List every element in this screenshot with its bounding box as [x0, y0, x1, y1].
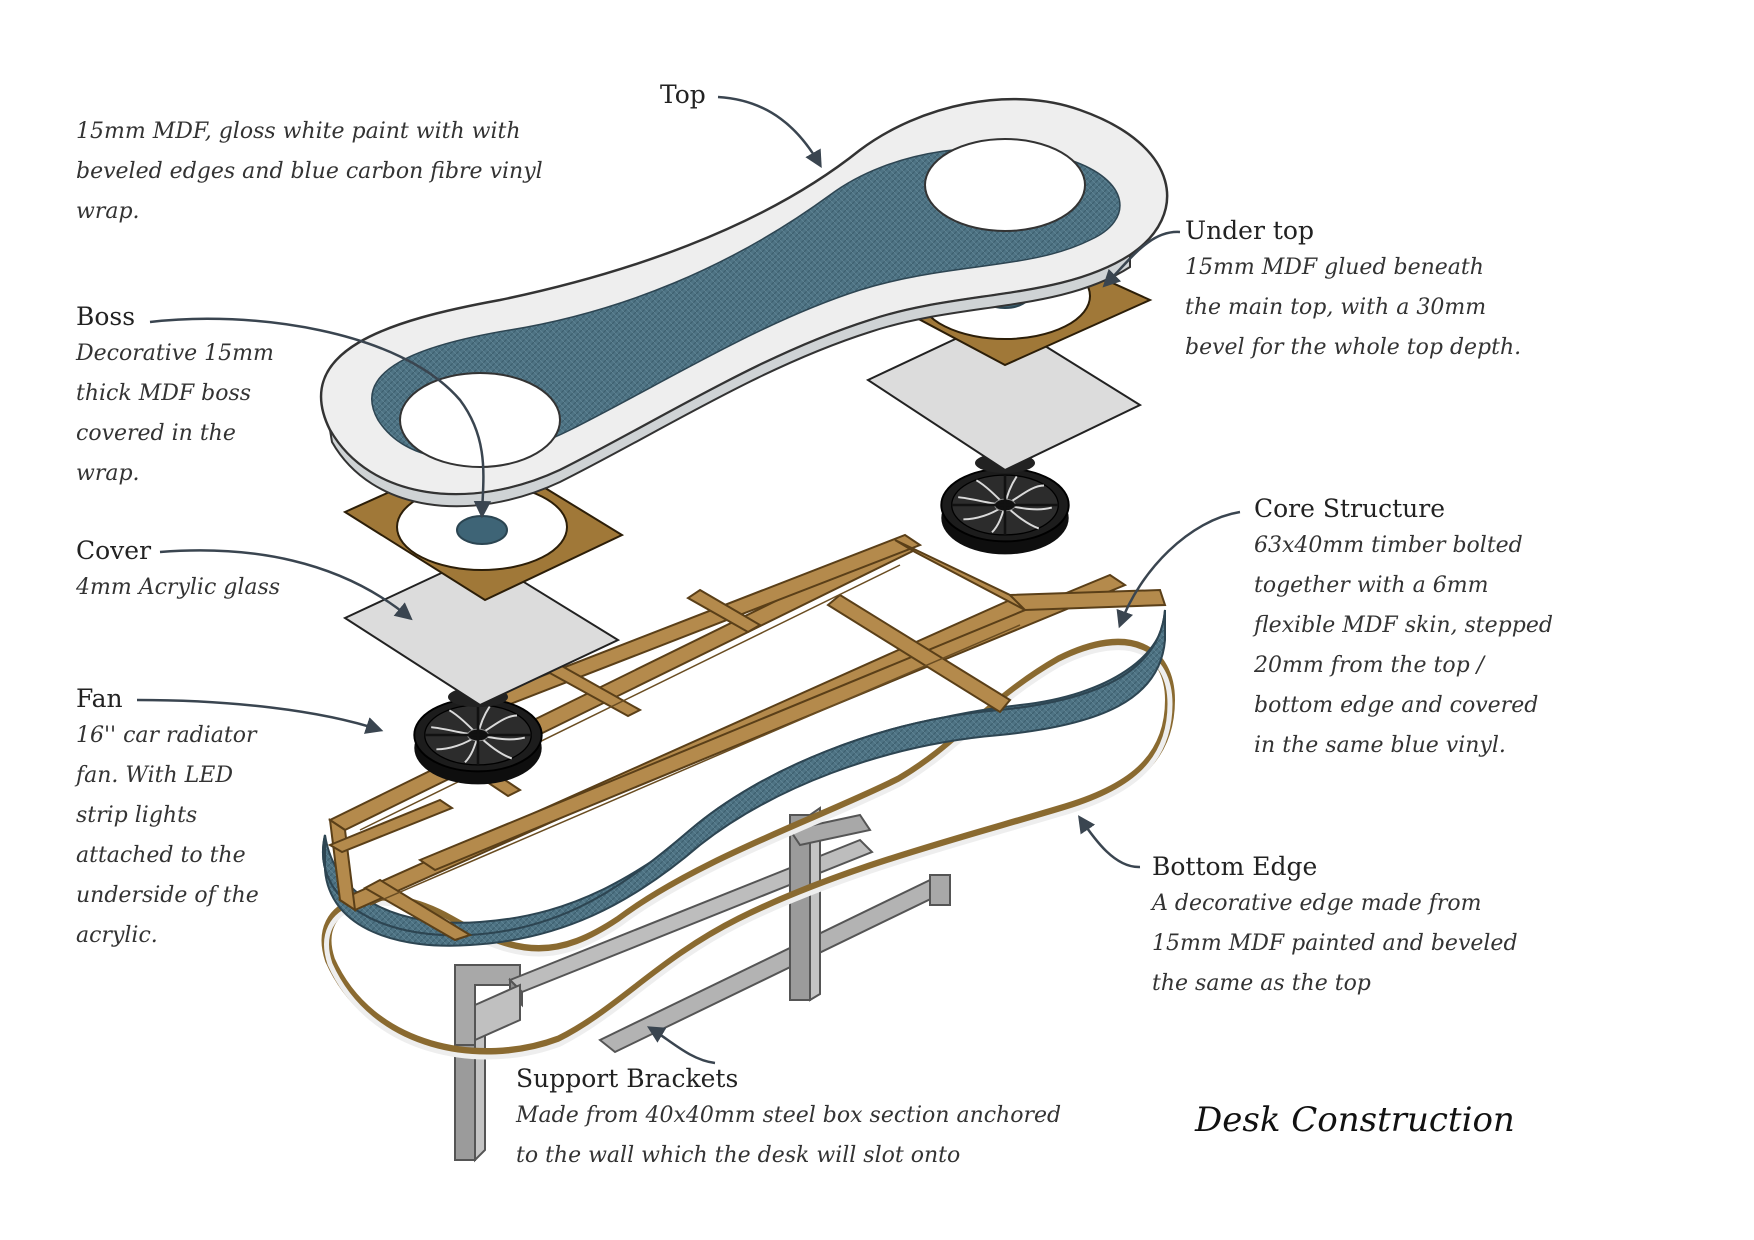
arrow-core-structure: [1116, 510, 1241, 629]
label-boss: Boss: [76, 302, 136, 331]
arrow-cover: [159, 549, 413, 621]
desc-bottom-edge: A decorative edge made from 15mm MDF pai…: [1152, 891, 1518, 996]
label-bottom-edge: Bottom Edge: [1152, 852, 1318, 881]
leader-lines: [136, 95, 1241, 1065]
label-support-brackets: Support Brackets: [516, 1064, 739, 1093]
label-core-structure: Core Structure: [1254, 494, 1445, 523]
arrow-fan: [136, 698, 384, 734]
desk-top: [319, 97, 1169, 508]
desc-top: 15mm MDF, gloss white paint with with be…: [76, 119, 543, 224]
support-brackets: [454, 806, 951, 1163]
label-cover: Cover: [76, 536, 152, 565]
desc-boss: Decorative 15mm thick MDF boss covered i…: [76, 341, 274, 486]
desc-core-structure: 63x40mm timber bolted together with a 6m…: [1254, 533, 1553, 758]
arrow-support-brackets: [646, 1026, 716, 1065]
label-under-top: Under top: [1185, 216, 1314, 245]
cover-left: [342, 553, 621, 707]
arrow-bottom-edge: [1078, 815, 1141, 869]
label-fan: Fan: [76, 684, 123, 713]
label-top: Top: [660, 80, 706, 109]
desc-cover: 4mm Acrylic glass: [76, 575, 281, 600]
arrow-top: [717, 95, 822, 169]
diagram-title: Desk Construction: [1195, 1100, 1515, 1140]
desc-under-top: 15mm MDF glued beneath the main top, wit…: [1185, 255, 1522, 360]
arrow-under-top: [1102, 230, 1181, 288]
desc-fan: 16'' car radiator fan. With LED strip li…: [76, 723, 259, 948]
arrow-boss: [149, 317, 492, 519]
desc-support-brackets: Made from 40x40mm steel box section anch…: [516, 1103, 1062, 1168]
